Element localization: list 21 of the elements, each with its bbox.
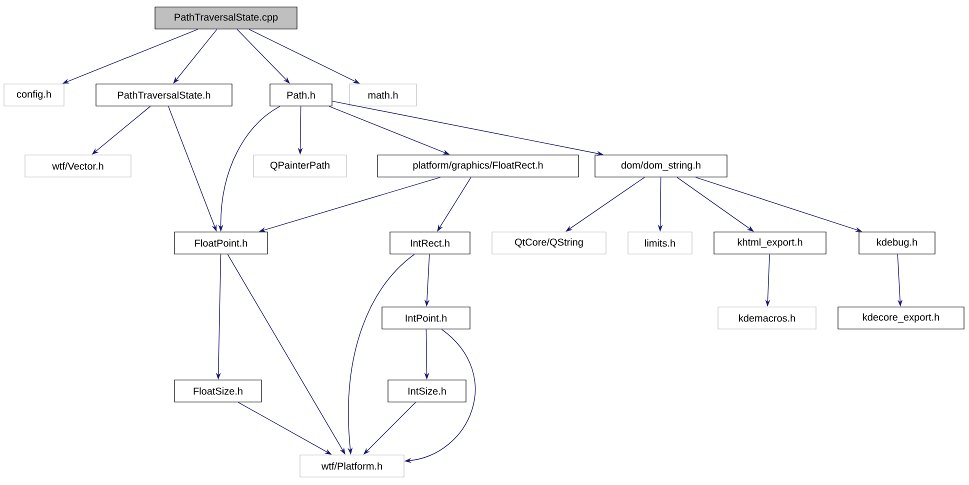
file-box: khtml_export.h	[714, 232, 826, 254]
file-box: kdebug.h	[858, 232, 936, 254]
file-box: IntSize.h	[388, 380, 466, 402]
file-box: FloatSize.h	[174, 380, 262, 402]
file-box: dom/dom_string.h	[594, 154, 728, 178]
file-box: kdecore_export.h	[838, 306, 964, 330]
file-box: limits.h	[628, 232, 692, 254]
file-box: PathTraversalState.h	[96, 84, 232, 106]
file-box: config.h	[4, 84, 64, 106]
file-box: QPainterPath	[253, 154, 347, 178]
file-box: kdemacros.h	[718, 306, 816, 330]
file-box: IntRect.h	[390, 232, 470, 254]
file-box: wtf/Vector.h	[24, 154, 132, 178]
file-box: PathTraversalState.cpp	[154, 6, 298, 30]
file-box: platform/graphics/FloatRect.h	[377, 154, 579, 178]
file-box: IntPoint.h	[382, 306, 470, 330]
file-box: Path.h	[270, 84, 332, 106]
file-box: FloatPoint.h	[174, 232, 268, 254]
file-box: QtCore/QString	[492, 232, 606, 254]
file-box: math.h	[349, 84, 417, 106]
file-box: wtf/Platform.h	[300, 454, 404, 478]
